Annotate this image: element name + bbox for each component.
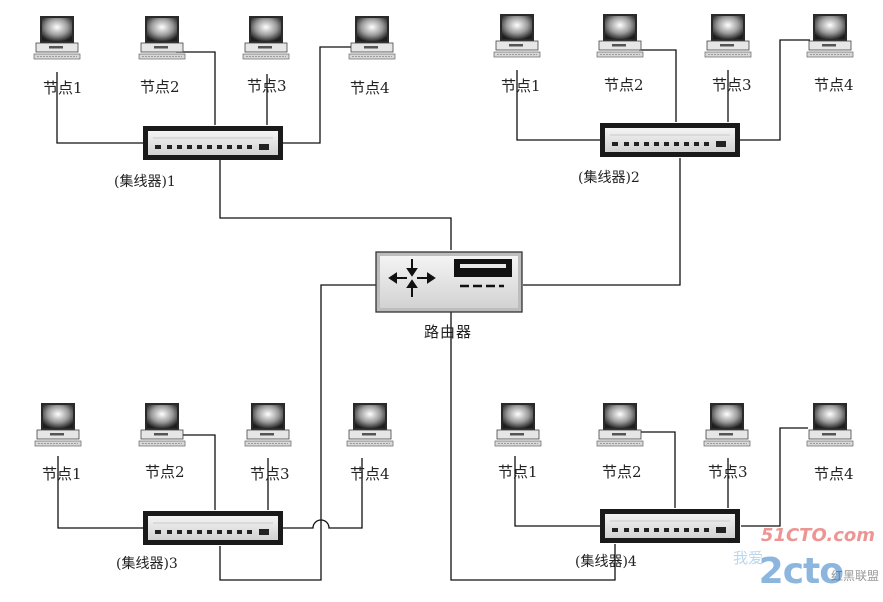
computer-icon-c3-1 — [34, 403, 82, 447]
router-label: 路由器 — [424, 323, 473, 341]
computer-icon-c1-1 — [33, 16, 81, 60]
computer-icon-c4-1 — [494, 403, 542, 447]
computer-icon-c2-1 — [493, 14, 541, 58]
wire-c4-n4 — [741, 427, 808, 527]
watermark-left: 我爱 — [732, 549, 763, 567]
node-label-c4-1: 节点1 — [498, 463, 538, 481]
computer-icon-c3-4 — [346, 403, 394, 447]
node-label-c2-3: 节点3 — [712, 76, 752, 94]
node-label-c3-1: 节点1 — [42, 465, 82, 483]
node-label-c4-3: 节点3 — [708, 463, 748, 481]
wire-c2-n2 — [639, 49, 677, 122]
watermark-logo: 2cto — [758, 551, 844, 592]
wire-c1-n1 — [56, 72, 145, 144]
hub-label-2: (集线器)2 — [578, 170, 640, 186]
hub-label-3: (集线器)3 — [116, 556, 178, 572]
computer-icon-c2-2 — [596, 14, 644, 58]
wire-hub3-router — [219, 284, 378, 581]
hub-2 — [600, 123, 740, 157]
wire-c3-n4 — [283, 458, 363, 529]
node-label-c4-4: 节点4 — [814, 465, 854, 483]
hub-label-4: (集线器)4 — [575, 554, 637, 570]
wire-c1-n2 — [176, 51, 216, 125]
wire-c3-n2 — [183, 434, 216, 510]
wire-hub1-router — [219, 160, 452, 250]
router-arrows-icon — [388, 259, 436, 297]
computer-icon-c3-3 — [244, 403, 292, 447]
hub-4 — [600, 509, 740, 543]
wire-c1-n4 — [283, 46, 352, 144]
wire-c4-n1 — [514, 456, 602, 527]
wire-c3-n1 — [57, 456, 143, 529]
node-label-c1-2: 节点2 — [140, 78, 180, 96]
wire-c2-n1 — [516, 70, 602, 141]
node-label-c4-2: 节点2 — [602, 463, 642, 481]
node-label-c1-1: 节点1 — [43, 79, 83, 97]
wire-c2-n4 — [740, 39, 810, 141]
watermark-sub: 红黑联盟 — [830, 569, 879, 583]
watermark-site: 51CTO.com — [760, 525, 875, 546]
node-label-c3-4: 节点4 — [350, 465, 390, 483]
node-label-c3-2: 节点2 — [145, 463, 185, 481]
computer-icon-c4-4 — [806, 403, 854, 447]
computer-icon-c4-3 — [703, 403, 751, 447]
hub-label-1: (集线器)1 — [114, 174, 176, 190]
node-label-c2-4: 节点4 — [814, 76, 854, 94]
computer-icon-c2-4 — [806, 14, 854, 58]
wire-hub2-router — [523, 158, 681, 286]
node-label-c1-4: 节点4 — [350, 79, 390, 97]
node-label-c2-1: 节点1 — [501, 77, 541, 95]
node-label-c1-3: 节点3 — [247, 77, 287, 95]
wire-c4-n2 — [641, 431, 676, 508]
computer-icon-c1-3 — [242, 16, 290, 60]
router — [375, 251, 523, 313]
computer-icon-c1-2 — [138, 16, 186, 60]
computer-icon-c4-2 — [596, 403, 644, 447]
hub-1 — [143, 126, 283, 160]
node-label-c2-2: 节点2 — [604, 76, 644, 94]
computer-icon-c2-3 — [704, 14, 752, 58]
computer-icon-c3-2 — [138, 403, 186, 447]
node-label-c3-3: 节点3 — [250, 465, 290, 483]
wire-hub4-router — [450, 312, 616, 581]
computer-icon-c1-4 — [348, 16, 396, 60]
hub-3 — [143, 511, 283, 545]
